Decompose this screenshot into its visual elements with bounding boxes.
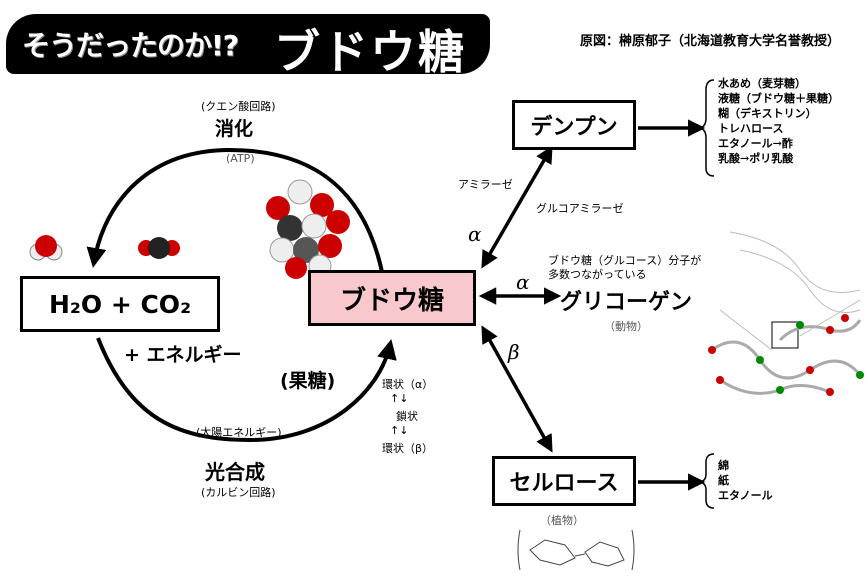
starch-box: デンプン [512,100,636,150]
starch-product-item: 水あめ（麦芽糖） [718,77,806,90]
isomer-cyclic-beta: 環状（β） [382,442,434,455]
credit: 原図：榊原郁子（北海道教育大学名誉教授） [580,34,841,49]
cycle-bottom-arc [96,337,397,443]
cellulose-label: セルロース [509,471,619,496]
cellulose-product-item: 紙 [718,474,729,487]
arrow-cellulose [481,325,553,453]
cycle-top-arc [86,147,384,273]
glucose-label: ブドウ糖 [339,285,444,316]
cellulose-products-bracket [697,453,715,509]
glycogen-label: グリコーゲン [560,290,693,315]
starch-alpha-label: α [468,222,482,246]
h2o-co2-box: H₂O + CO₂ [20,276,220,332]
cellulose-sub-label: （植物） [540,514,584,527]
calvin-cycle-label: (カルビン回路) [201,486,276,499]
glycogen-sub-label: （動物） [604,320,648,333]
cellulose-structure-icon [517,529,635,571]
arrow-starch [481,145,553,269]
glycogen-note-2: 多数つながっている [548,268,647,281]
glucose-box: ブドウ糖 [308,270,476,326]
title-banner [6,14,490,74]
cellulose-product-item: エタノール [718,489,773,502]
isomer-arrow-1: ↑↓ [390,392,409,405]
co2-molecule-icon [138,237,180,259]
glycogen-nodes-icon [708,314,864,396]
h2o-co2-formula: H₂O + CO₂ [48,289,192,319]
title-prefix: そうだったのか!? [22,29,239,62]
cellulose-products-list: 綿 紙 エタノール [718,458,773,503]
glycogen-alpha-label: α [516,270,530,294]
citric-acid-cycle-label: (クエン酸回路) [201,100,276,113]
starch-label: デンプン [530,115,618,140]
digestion-label: 消化 [215,118,254,140]
title-main: ブドウ糖 [274,25,466,79]
starch-products-bracket [697,79,715,177]
solar-energy-label: (太陽エネルギー) [196,426,282,439]
starch-product-item: 液糖（ブドウ糖＋果糖） [718,92,839,105]
fructose-label: (果糖) [280,370,336,392]
cellulose-box: セルロース [492,456,636,506]
glucoamylase-label: グルコアミラーゼ [536,202,624,215]
isomer-cyclic-alpha: 環状（α） [382,378,434,391]
starch-product-item: エタノール→酢 [718,137,793,150]
starch-product-item: 乳酸→ポリ乳酸 [718,152,794,165]
glycogen-structure-icon [711,231,862,395]
cellulose-product-item: 綿 [718,459,729,472]
glucose-molecule-icon [266,179,350,279]
starch-product-item: 糊（デキストリン） [718,107,817,120]
water-molecule-icon [29,235,63,261]
isomer-arrow-2: ↑↓ [390,424,409,437]
atp-label: (ATP) [226,152,255,165]
energy-label: + エネルギー [124,344,242,366]
photosynthesis-label: 光合成 [205,460,265,484]
glycogen-note-1: ブドウ糖（グルコース）分子が [548,254,702,267]
starch-product-item: トレハロース [718,122,784,135]
amylase-label: アミラーゼ [458,178,513,191]
starch-products-list: 水あめ（麦芽糖） 液糖（ブドウ糖＋果糖） 糊（デキストリン） トレハロース エタ… [718,76,839,166]
cellulose-beta-label: β [508,340,520,364]
isomer-chain: 鎖状 [396,410,418,423]
